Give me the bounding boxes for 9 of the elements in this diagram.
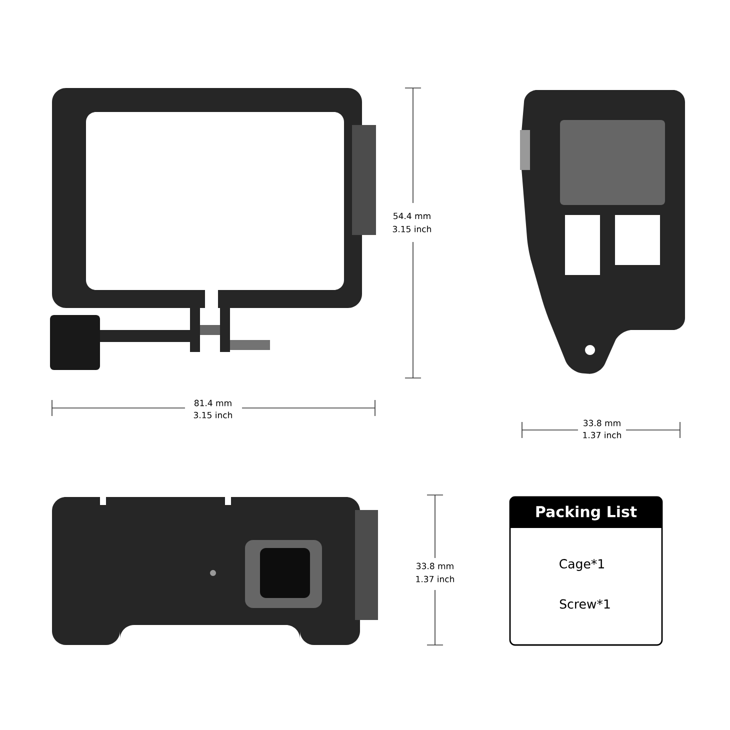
dimension-label: 3.15 inch [392,226,431,232]
dimension-label: 81.4 mm [194,400,232,406]
dimension-label: 33.8 mm [584,420,620,426]
dimension-label: 54.4 mm [394,212,430,220]
dimension-label: 3.15 inch [194,412,232,418]
dimension-label: 1.37 inch [583,432,621,438]
packing-list-box: Packing List Cage*1 Screw*1 [509,496,663,646]
dimension-label: 1.37 inch [416,576,454,582]
dimension-label: 33.8 mm [416,562,454,570]
